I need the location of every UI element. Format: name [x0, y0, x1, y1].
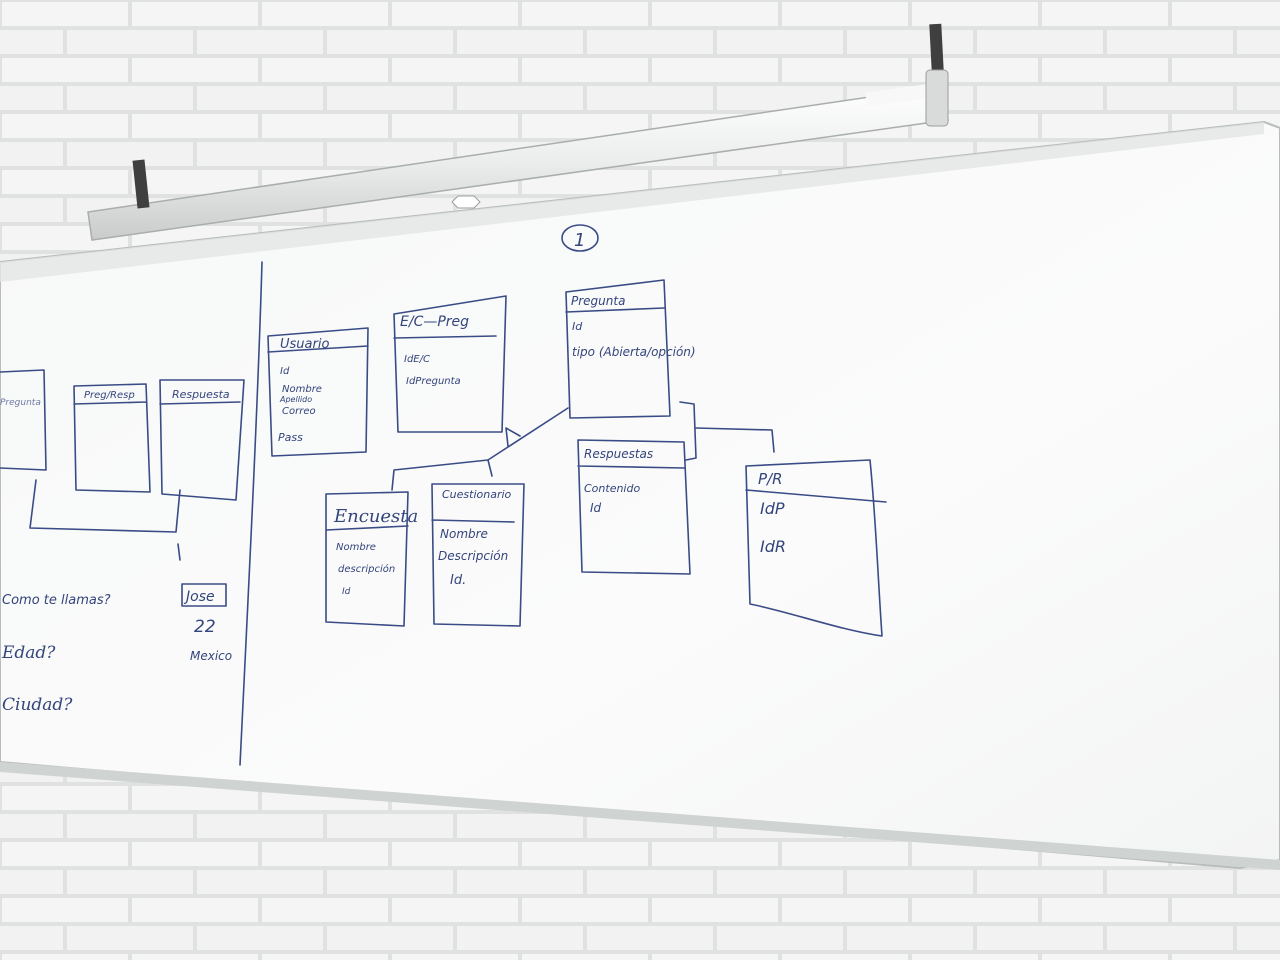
entity-field: Id — [590, 501, 602, 515]
entity-field: Id — [280, 366, 290, 377]
entity-encuesta: Encuesta Nombre descripción Id — [325, 491, 418, 627]
entity-field: Nombre — [282, 384, 322, 395]
entity-title: Cuestionario — [442, 488, 512, 501]
example-value: 22 — [194, 617, 216, 637]
entity-pregunta: Pregunta Id tipo (Abierta/opción) — [565, 279, 696, 419]
example-name: Jose — [183, 589, 215, 605]
example-record: Jose 22 Mexico — [177, 543, 232, 663]
entity-cuestionario: Cuestionario Nombre Descripción Id. — [431, 483, 525, 627]
entity-p-r: P/R IdP IdR — [745, 459, 887, 637]
entity-field: Correo — [282, 406, 316, 417]
entity-field: Id — [572, 320, 583, 333]
entity-field: Contenido — [584, 482, 640, 495]
entity-title: E/C—Preg — [400, 314, 469, 330]
entity-title: Respuestas — [584, 447, 653, 461]
entity-title: Pregunta — [571, 294, 625, 308]
entity-title: Usuario — [280, 337, 329, 352]
left-box-label: Respuesta — [172, 388, 230, 401]
entity-field: Nombre — [336, 542, 376, 553]
entity-field: IdP — [760, 499, 785, 518]
entity-field: IdPregunta — [406, 376, 461, 387]
board-top-shadow — [0, 122, 1264, 282]
entity-respuestas: Respuestas Contenido Id — [577, 439, 691, 575]
question-text: Como te llamas? — [2, 593, 111, 608]
entity-field: tipo (Abierta/opción) — [572, 345, 696, 359]
entity-field: IdE/C — [404, 354, 430, 365]
question-text: Ciudad? — [2, 695, 73, 715]
entity-title: P/R — [758, 470, 783, 488]
entity-ec-preg: E/C—Preg IdE/C IdPregunta — [393, 295, 507, 433]
page-number-text: 1 — [574, 230, 585, 251]
entity-field: Id. — [450, 573, 466, 588]
board-bottom-tray — [0, 762, 1280, 870]
left-side-boxes: Pregunta Preg/Resp Respuesta — [0, 369, 245, 533]
left-box-label: Preg/Resp — [84, 390, 135, 401]
left-box-label: Pregunta — [0, 398, 41, 408]
divider-line — [239, 261, 263, 766]
handwriting-layer: 1 Usuario Id Nombre Apellido Correo Pass… — [0, 224, 887, 766]
entity-field: Nombre — [440, 527, 488, 541]
projector-screen-roll — [87, 23, 949, 241]
page-number: 1 — [561, 224, 599, 252]
relationship-lines — [391, 401, 775, 491]
entity-field: Pass — [278, 431, 303, 444]
question-text: Edad? — [1, 643, 56, 663]
entity-field: descripción — [338, 563, 395, 575]
entity-title: Encuesta — [333, 506, 418, 527]
example-value: Mexico — [190, 649, 232, 663]
entity-field: Apellido — [279, 395, 312, 404]
left-side-questions: Como te llamas? Edad? Ciudad? — [1, 593, 111, 715]
entity-field: Descripción — [438, 549, 508, 563]
entity-field: IdR — [760, 537, 786, 556]
entity-field: Id — [342, 587, 351, 597]
entity-usuario: Usuario Id Nombre Apellido Correo Pass — [267, 327, 369, 457]
